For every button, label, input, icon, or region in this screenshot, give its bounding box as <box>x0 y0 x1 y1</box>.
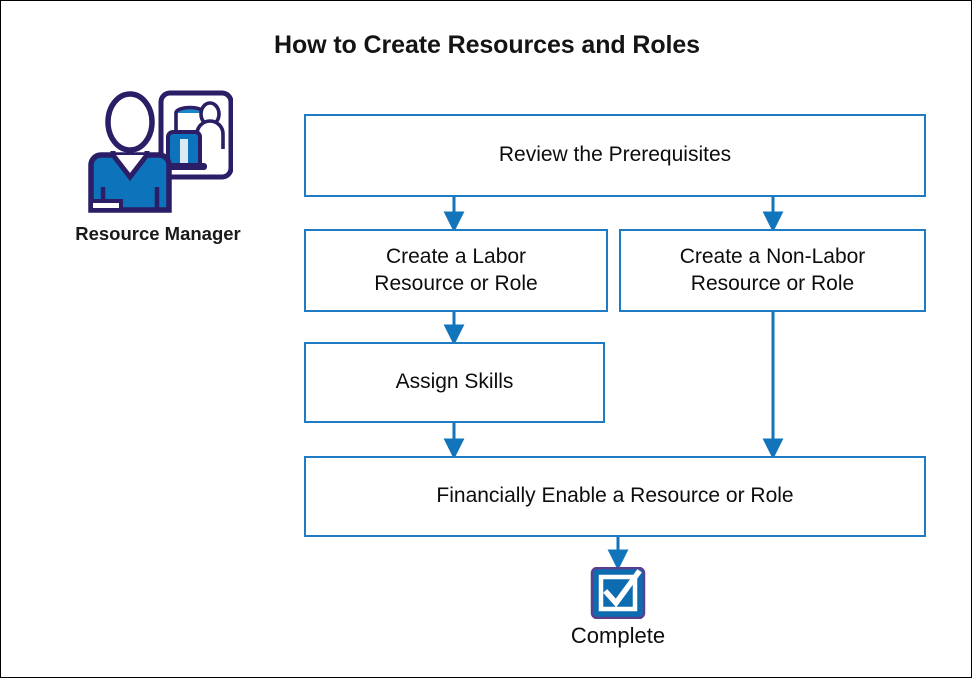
arrowhead-prereq-to-nonlabor <box>762 211 784 233</box>
node-label-line1: Create a Labor <box>385 244 527 268</box>
actor-resource-manager: Resource Manager <box>63 89 253 254</box>
node-label-line1: Create a Non-Labor <box>679 244 866 268</box>
node-label: Review the Prerequisites <box>498 143 732 167</box>
checkbox-checked-icon <box>590 566 646 620</box>
node-label-line2: Resource or Role <box>690 271 855 295</box>
arrowhead-financial-to-complete <box>607 549 629 571</box>
node-create-a-labor-resource-or-role[interactable]: Create a Labor Resource or Role <box>304 229 608 312</box>
node-review-the-prerequisites[interactable]: Review the Prerequisites <box>304 114 926 197</box>
node-label-line2: Resource or Role <box>374 271 538 295</box>
node-complete[interactable]: Complete <box>553 566 683 659</box>
arrowhead-skills-to-financial <box>443 438 465 460</box>
complete-label: Complete <box>570 623 666 648</box>
node-assign-skills[interactable]: Assign Skills <box>304 342 605 423</box>
actor-label: Resource Manager <box>75 223 241 244</box>
arrowhead-labor-to-skills <box>443 324 465 346</box>
page-title: How to Create Resources and Roles <box>274 31 700 59</box>
node-label: Financially Enable a Resource or Role <box>436 484 794 508</box>
node-create-a-non-labor-resource-or-role[interactable]: Create a Non-Labor Resource or Role <box>619 229 926 312</box>
resource-manager-icon <box>73 89 234 214</box>
node-financially-enable-a-resource-or-role[interactable]: Financially Enable a Resource or Role <box>304 456 926 537</box>
node-label: Assign Skills <box>395 370 514 394</box>
arrowhead-prereq-to-labor <box>443 211 465 233</box>
arrowhead-nonlabor-to-financial <box>762 438 784 460</box>
